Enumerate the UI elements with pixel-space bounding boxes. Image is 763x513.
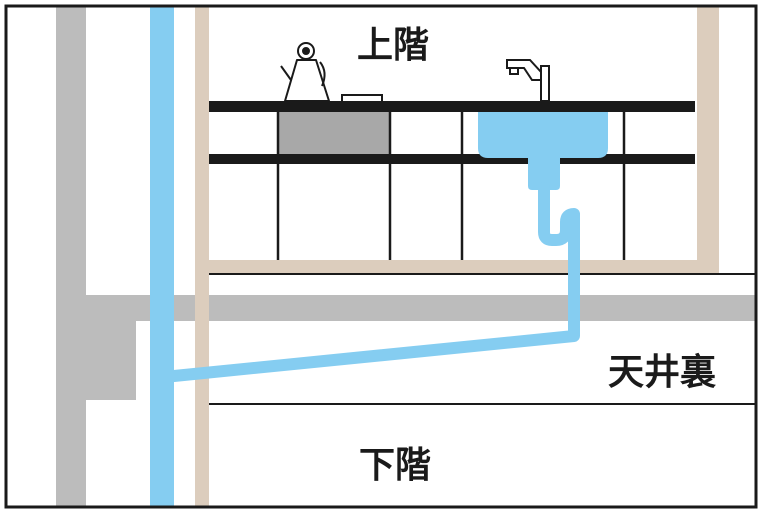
kettle-knob [302,47,310,55]
wood-frame [195,6,719,507]
kettle-icon [280,42,330,102]
floor-lines [209,273,756,405]
countertop [209,101,695,112]
drain-system [478,112,608,190]
vertical-drain-stack [150,6,174,507]
ceiling-slab [86,295,756,321]
stove-burner [341,94,383,103]
drain-pipe [168,182,580,382]
drain-pipe-route [168,182,580,382]
diagram-frame-border [4,4,758,509]
sink-trap [528,158,560,190]
cabinet-rail [209,154,695,164]
wood-stud-right [697,6,719,274]
wood-floor-plate [195,260,719,274]
stove-top [278,112,390,154]
label-ceiling-space: 天井裏 [608,352,716,393]
sink-basin [478,112,608,158]
kettle-body [284,59,330,102]
wood-stud-left [195,6,209,507]
faucet-post [540,65,550,102]
label-upper-floor: 上階 [357,25,429,66]
kitchen-cabinet [209,101,695,260]
kettle-spout [280,65,292,81]
label-lower-floor: 下階 [359,445,431,486]
faucet-icon [506,59,550,102]
faucet-tip [509,67,519,75]
cabinet-dividers [276,112,626,260]
kettle-handle [319,61,326,87]
diagram-frame-background [6,6,756,507]
wall-column [56,6,86,507]
